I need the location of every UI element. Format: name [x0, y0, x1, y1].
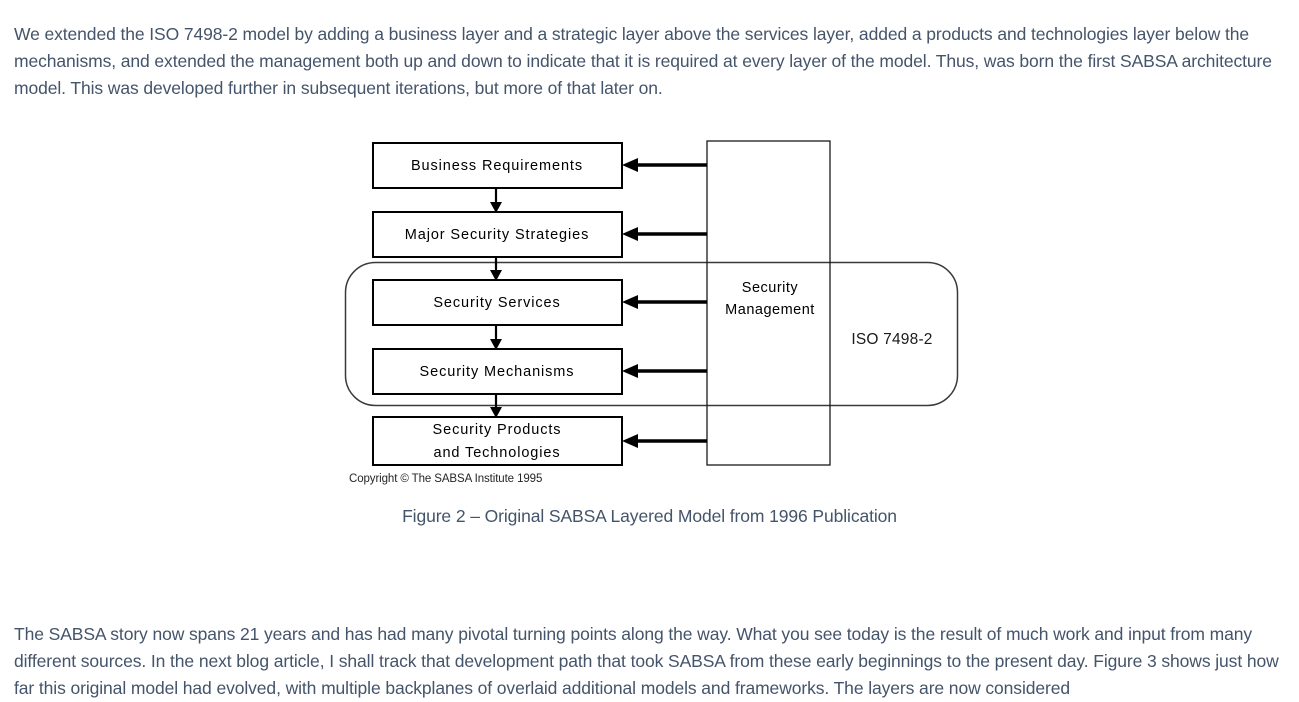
management-arrow-to-security-services: [622, 295, 707, 309]
article-page: We extended the ISO 7498-2 model by addi…: [0, 23, 1299, 698]
layer-label-security-products-line2: and Technologies: [433, 445, 560, 461]
flow-arrow-strategies-to-services: [490, 257, 502, 281]
sabsa-layered-model-diagram: Business Requirements Major Security Str…: [340, 130, 980, 495]
layer-box-major-security-strategies: [372, 211, 623, 258]
closing-paragraph: The SABSA story now spans 21 years and h…: [14, 623, 1279, 698]
diagram-copyright-notice: Copyright © The SABSA Institute 1995: [349, 473, 542, 485]
intro-paragraph: We extended the ISO 7498-2 model by addi…: [14, 23, 1272, 98]
management-arrow-to-major-security-strategies: [622, 227, 707, 241]
layer-label-security-products-line1: Security Products: [433, 422, 562, 438]
flow-arrow-services-to-mechanisms: [490, 325, 502, 350]
figure-caption: Figure 2 – Original SABSA Layered Model …: [402, 506, 897, 526]
security-management-label-line1: Security: [742, 280, 799, 296]
layer-label-security-services: Security Services: [433, 295, 560, 311]
iso-scope-rounded-boundary: [344, 261, 959, 407]
management-arrow-to-business-requirements: [622, 158, 707, 172]
management-arrow-to-security-mechanisms: [622, 364, 707, 378]
layer-box-security-products-and-technologies: [372, 416, 623, 466]
layer-box-business-requirements: [372, 142, 623, 189]
layer-box-security-mechanisms: [372, 348, 623, 395]
layer-label-business-requirements: Business Requirements: [411, 158, 583, 174]
security-management-label-line2: Management: [725, 302, 815, 318]
iso-scope-label: ISO 7498-2: [851, 331, 932, 348]
figure-2-container: Business Requirements Major Security Str…: [0, 130, 1299, 540]
management-arrow-to-security-products: [622, 434, 707, 448]
layer-label-security-mechanisms: Security Mechanisms: [420, 364, 575, 380]
flow-arrow-business-to-strategies: [490, 188, 502, 213]
layer-label-major-security-strategies: Major Security Strategies: [405, 227, 589, 243]
flow-arrow-mechanisms-to-products: [490, 394, 502, 418]
layer-box-security-services: [372, 279, 623, 326]
